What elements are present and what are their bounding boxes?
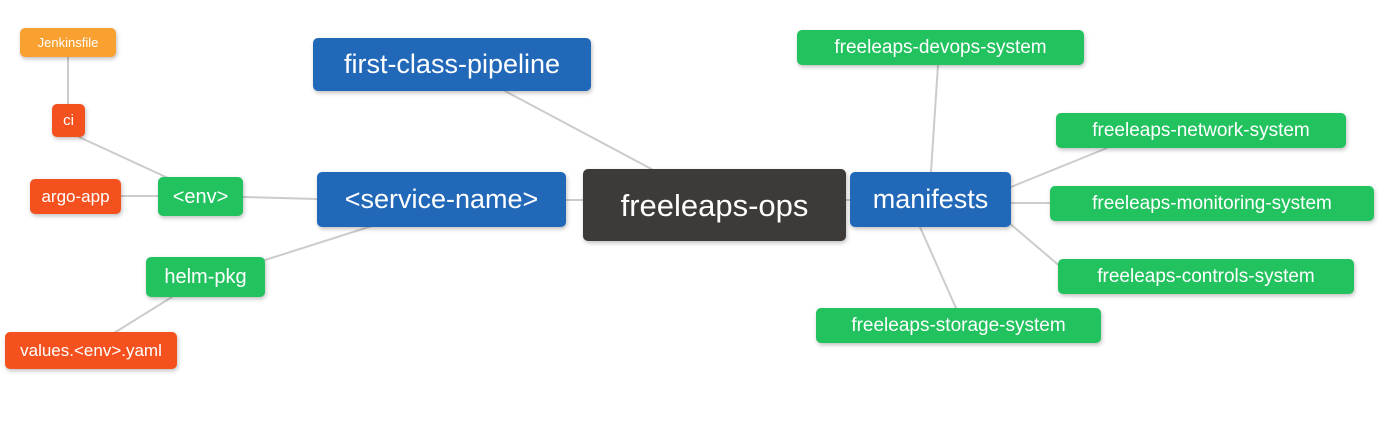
mindmap-node-ci[interactable]: ci [52, 104, 85, 137]
mindmap-node-values-env-yaml[interactable]: values.<env>.yaml [5, 332, 177, 369]
mindmap-node-first-class-pipeline[interactable]: first-class-pipeline [313, 38, 591, 91]
mindmap-node-freeleaps-storage-system[interactable]: freeleaps-storage-system [816, 308, 1101, 343]
edge-helm-pkg-to-service-name [264, 225, 373, 261]
mindmap-node-freeleaps-devops-system[interactable]: freeleaps-devops-system [797, 30, 1084, 65]
mindmap-node-freeleaps-monitoring-system[interactable]: freeleaps-monitoring-system [1050, 186, 1374, 221]
mindmap-node-helm-pkg[interactable]: helm-pkg [146, 257, 265, 297]
mindmap-node-freeleaps-ops[interactable]: freeleaps-ops [583, 169, 846, 241]
edge-manifests-to-freeleaps-storage-system [919, 226, 957, 309]
mindmap-node-manifests[interactable]: manifests [850, 172, 1011, 227]
mindmap-node-env[interactable]: <env> [158, 177, 243, 216]
mindmap-node-jenkinsfile[interactable]: Jenkinsfile [20, 28, 116, 57]
edge-manifests-to-freeleaps-network-system [1010, 147, 1108, 188]
edge-ci-to-env [78, 136, 169, 179]
edge-manifests-to-freeleaps-controls-system [1007, 221, 1063, 269]
edge-values-env-yaml-to-helm-pkg [113, 296, 173, 334]
mindmap-node-freeleaps-controls-system[interactable]: freeleaps-controls-system [1058, 259, 1354, 294]
edge-env-to-service-name [242, 196, 318, 200]
mindmap-node-service-name[interactable]: <service-name> [317, 172, 566, 227]
edge-first-class-pipeline-to-freeleaps-ops [504, 90, 658, 173]
mindmap-node-argo-app[interactable]: argo-app [30, 179, 121, 214]
mindmap-node-freeleaps-network-system[interactable]: freeleaps-network-system [1056, 113, 1346, 148]
edge-freeleaps-devops-system-to-manifests [930, 64, 939, 173]
